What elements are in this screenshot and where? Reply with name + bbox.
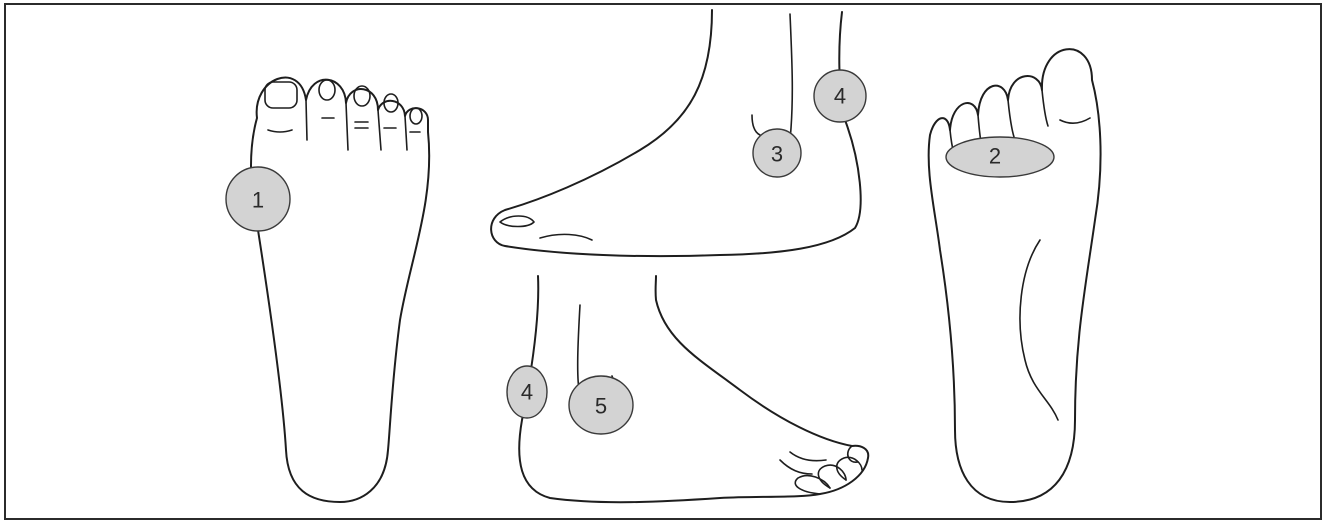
foot-top-view xyxy=(251,78,429,502)
marker-1: 1 xyxy=(226,167,290,231)
foot-inner-side-view xyxy=(491,10,861,256)
marker-3: 3 xyxy=(753,129,801,177)
marker-2-label: 2 xyxy=(989,144,1001,169)
marker-1-label: 1 xyxy=(252,188,264,213)
marker-4-top: 4 xyxy=(814,70,866,122)
marker-5-label: 5 xyxy=(595,394,607,419)
foot-outer-side-view xyxy=(519,276,868,502)
foot-sole-view xyxy=(929,49,1101,502)
marker-5: 5 xyxy=(569,376,633,434)
marker-4-top-label: 4 xyxy=(834,84,846,109)
marker-4-side: 4 xyxy=(507,366,547,418)
marker-4-side-label: 4 xyxy=(521,380,533,405)
marker-2: 2 xyxy=(946,137,1054,177)
marker-3-label: 3 xyxy=(771,142,783,167)
